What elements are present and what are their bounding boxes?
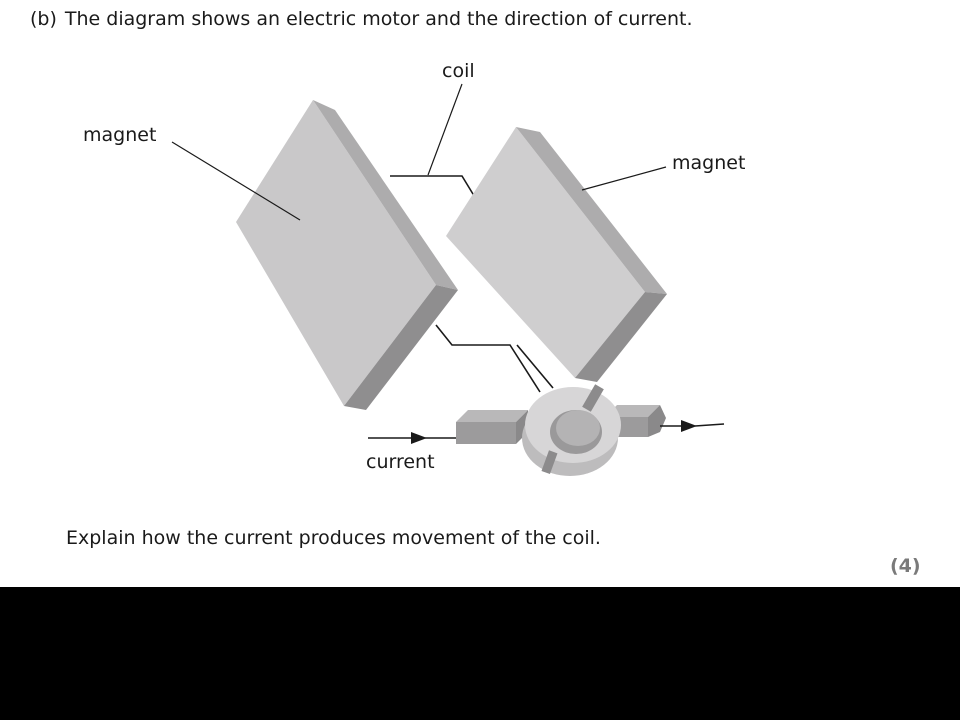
question-header: (b) The diagram shows an electric motor a…	[30, 8, 693, 30]
marks-label: (4)	[890, 555, 921, 577]
question-part-label: (b)	[30, 8, 57, 30]
question-prompt: Explain how the current produces movemen…	[66, 527, 601, 549]
right-magnet-side-face	[575, 292, 667, 382]
current-arrow-out	[660, 420, 725, 432]
coil-label: coil	[442, 60, 475, 82]
question-sheet: (b) The diagram shows an electric motor a…	[0, 0, 960, 587]
left-magnet-front-face	[236, 100, 436, 406]
left-magnet-side-face	[344, 285, 458, 410]
current-label: current	[366, 451, 435, 473]
right-magnet-front-face	[446, 127, 645, 378]
magnet-right-leader-line	[581, 166, 667, 191]
current-arrow-in	[368, 432, 456, 444]
magnet-left-label: magnet	[83, 124, 156, 146]
axle-left	[456, 410, 528, 444]
electric-motor-diagram: coil magnet magnet current	[83, 60, 745, 476]
coil-wire-front	[435, 324, 541, 393]
left-magnet-top-edge	[313, 100, 458, 290]
commutator	[522, 384, 621, 476]
right-magnet-top-edge	[516, 127, 667, 294]
left-magnet	[236, 100, 458, 410]
magnet-left-leader-line	[171, 141, 301, 221]
coil-wire-lead	[516, 344, 554, 389]
black-footer-bar	[0, 587, 960, 720]
right-magnet	[446, 127, 667, 382]
magnet-right-label: magnet	[672, 152, 745, 174]
coil-leader-line	[427, 83, 463, 176]
question-text: The diagram shows an electric motor and …	[64, 8, 693, 30]
